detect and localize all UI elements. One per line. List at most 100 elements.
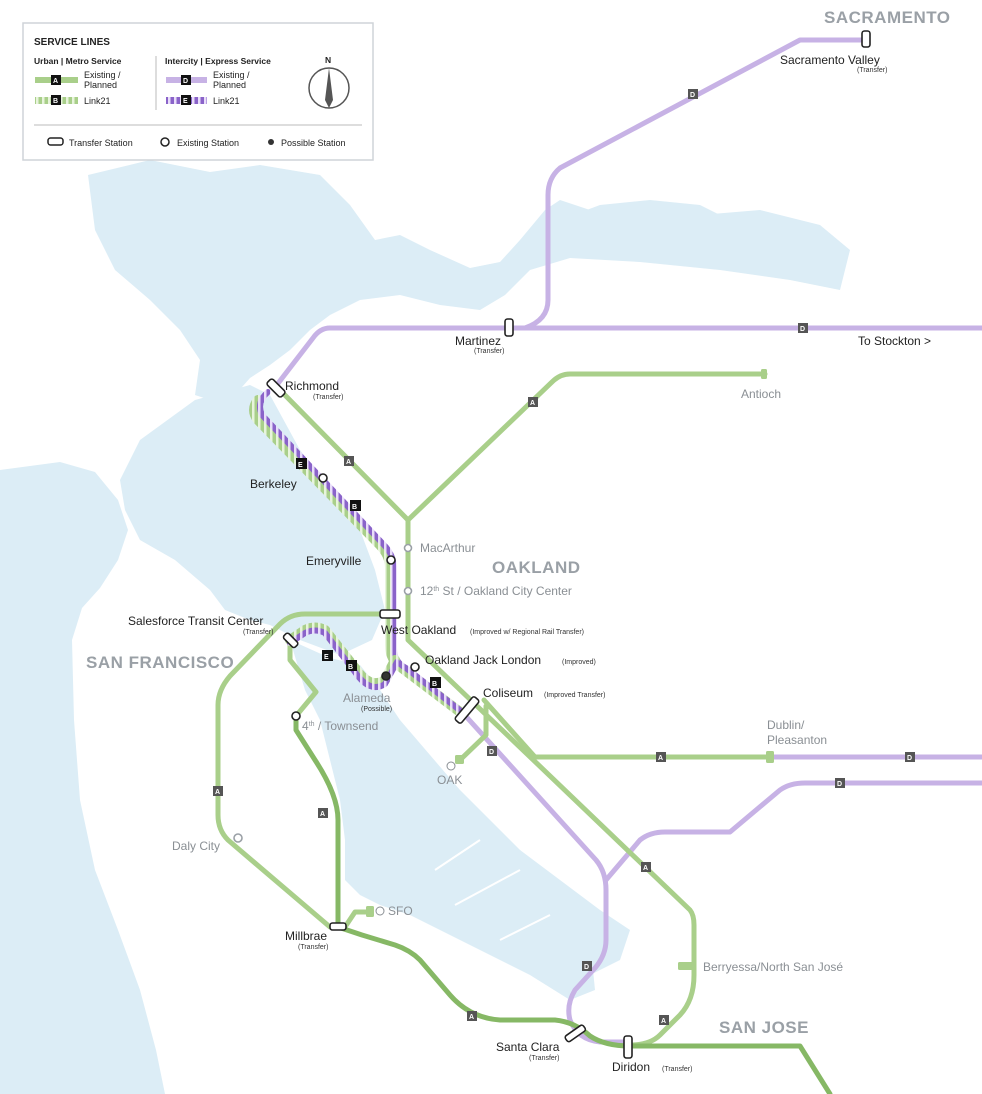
- label-diridon: Diridon: [612, 1060, 650, 1074]
- label-west-oakland-note: (Improved w/ Regional Rail Transfer): [470, 629, 584, 636]
- svg-text:Planned: Planned: [213, 80, 246, 90]
- legend-urban-heading: Urban | Metro Service: [34, 56, 122, 66]
- salesforce-marker[interactable]: [282, 632, 299, 649]
- legend-bullet-d: [181, 75, 191, 85]
- svg-text:A: A: [643, 865, 648, 872]
- svg-text:A: A: [661, 1018, 666, 1025]
- svg-text:D: D: [907, 755, 912, 762]
- label-salesforce: Salesforce Transit Center: [128, 614, 263, 628]
- label-jack-london-note: (Improved): [562, 659, 596, 666]
- svg-text:D: D: [837, 781, 842, 788]
- svg-text:D: D: [183, 78, 188, 85]
- svg-text:E: E: [183, 98, 188, 105]
- sacramento-valley-marker[interactable]: [861, 30, 871, 48]
- label-west-oakland: West Oakland: [381, 623, 456, 637]
- label-santa-clara-note: (Transfer): [529, 1055, 559, 1062]
- sfo-airport-icon: [375, 906, 385, 916]
- oak-marker[interactable]: [455, 755, 464, 764]
- label-twelfth-st: 12th St / Oakland City Center: [420, 584, 572, 598]
- water-bodies: [0, 160, 850, 1094]
- bullet-a: A: [467, 1011, 477, 1021]
- legend-transfer-symbol: [47, 137, 64, 146]
- svg-text:A: A: [53, 78, 58, 85]
- emeryville-marker[interactable]: [386, 555, 396, 565]
- bullet-d: D: [905, 752, 915, 762]
- legend-bullet-a: [51, 75, 61, 85]
- svg-text:N: N: [325, 55, 331, 65]
- millbrae-marker[interactable]: [329, 922, 347, 931]
- line-a-dublin-connect: [481, 697, 538, 760]
- label-daly-city: Daly City: [172, 839, 220, 853]
- legend-intercity-link21: Link21: [213, 96, 240, 106]
- line-a-oak: [457, 703, 489, 763]
- berkeley-marker[interactable]: [318, 473, 328, 483]
- svg-text:A: A: [215, 789, 220, 796]
- label-dublin-2: Pleasanton: [767, 733, 827, 747]
- dublin-marker[interactable]: [766, 751, 774, 763]
- svg-text:B: B: [53, 98, 58, 105]
- bullet-a: A: [641, 862, 651, 872]
- label-santa-clara: Santa Clara: [496, 1040, 560, 1054]
- region-sacramento: SACRAMENTO: [824, 8, 951, 27]
- bullet-a: A: [528, 397, 538, 407]
- label-to-stockton: To Stockton >: [858, 334, 931, 348]
- west-oakland-marker[interactable]: [379, 609, 401, 619]
- svg-text:D: D: [800, 326, 805, 333]
- label-salesforce-note: (Transfer): [243, 629, 273, 636]
- label-fourth-townsend: 4th / Townsend: [302, 719, 378, 733]
- bullet-a: A: [656, 752, 666, 762]
- bullet-e: E: [296, 458, 307, 469]
- label-sacramento-valley-note: (Transfer): [857, 67, 887, 74]
- fourth-townsend-marker[interactable]: [291, 711, 301, 721]
- bullet-b: B: [346, 660, 357, 671]
- label-alameda-note: (Possible): [361, 706, 392, 713]
- bullet-e: E: [322, 650, 333, 661]
- antioch-marker[interactable]: [761, 369, 767, 379]
- region-san-jose: SAN JOSE: [719, 1018, 809, 1037]
- region-san-francisco: SAN FRANCISCO: [86, 653, 234, 672]
- svg-text:A: A: [658, 755, 663, 762]
- legend-existing-label: Existing Station: [177, 138, 239, 148]
- legend-bullet-b: [51, 95, 61, 105]
- bullet-a: A: [659, 1015, 669, 1025]
- svg-text:A: A: [530, 400, 535, 407]
- svg-text:B: B: [348, 664, 353, 671]
- legend-box: [22, 22, 374, 161]
- legend-bullet-e: [181, 95, 191, 105]
- alameda-marker[interactable]: [381, 671, 391, 681]
- bullet-d: D: [487, 746, 497, 756]
- north-arrow: N: [308, 55, 350, 109]
- bullet-d: D: [798, 323, 808, 333]
- line-a-townsend: [287, 640, 319, 719]
- label-martinez-note: (Transfer): [474, 348, 504, 355]
- twelfth-st-marker[interactable]: [403, 586, 413, 596]
- legend-possible-symbol: [268, 139, 274, 145]
- daly-city-marker[interactable]: [233, 833, 243, 843]
- label-millbrae-note: (Transfer): [298, 944, 328, 951]
- label-alameda: Alameda: [343, 691, 391, 705]
- legend-urban-link21: Link21: [84, 96, 111, 106]
- jack-london-marker[interactable]: [410, 662, 420, 672]
- sfo-marker[interactable]: [366, 906, 374, 917]
- santa-clara-marker[interactable]: [564, 1024, 587, 1043]
- svg-text:A: A: [469, 1014, 474, 1021]
- label-richmond: Richmond: [285, 379, 339, 393]
- legend-urban-existing: Existing /: [84, 70, 121, 80]
- macarthur-marker[interactable]: [403, 543, 413, 553]
- diridon-marker[interactable]: [623, 1035, 633, 1059]
- richmond-marker[interactable]: [266, 378, 286, 398]
- line-d-richmond-martinez: [273, 325, 333, 389]
- martinez-marker[interactable]: [504, 318, 514, 337]
- label-coliseum-note: (Improved Transfer): [544, 692, 605, 699]
- legend-intercity-heading: Intercity | Express Service: [165, 56, 271, 66]
- svg-text:A: A: [320, 811, 325, 818]
- green-terminal-markers: [366, 369, 774, 970]
- line-e-sf-link21: [287, 627, 400, 690]
- line-a-transbay: [215, 611, 393, 930]
- berryessa-marker[interactable]: [678, 962, 694, 970]
- svg-text:E: E: [324, 654, 329, 661]
- svg-text:A: A: [346, 459, 351, 466]
- line-a-sfo: [342, 909, 373, 930]
- coliseum-marker[interactable]: [454, 696, 480, 724]
